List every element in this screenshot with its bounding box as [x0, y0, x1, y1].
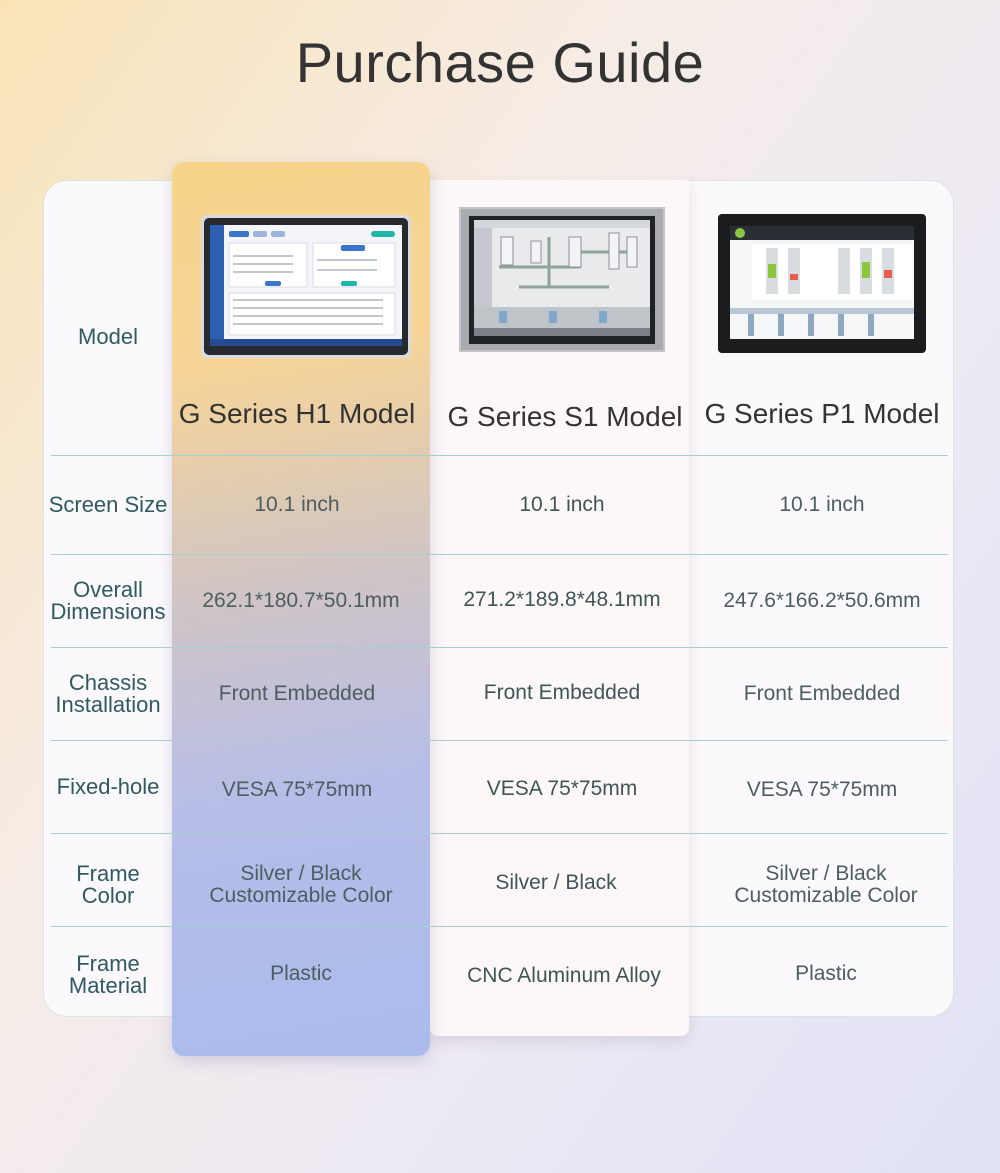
product-image-s1: [459, 207, 665, 352]
cell-p1-frame-material: Plastic: [795, 962, 857, 985]
page-title: Purchase Guide: [295, 31, 705, 94]
model-name-h1: G Series H1 Model: [178, 398, 416, 429]
row-label-model: Model: [78, 324, 138, 349]
row-divider: [51, 647, 948, 648]
cell-p1-installation: Front Embedded: [743, 682, 901, 705]
cell-h1-installation: Front Embedded: [218, 682, 376, 705]
cell-h1-fixed-hole: VESA 75*75mm: [221, 778, 373, 801]
row-label-fixed-hole: Fixed-hole: [56, 774, 160, 799]
product-image-p1: [718, 214, 926, 353]
model-name-s1: G Series S1 Model: [447, 401, 683, 432]
cell-s1-frame-material: CNC Aluminum Alloy: [467, 964, 661, 987]
cell-s1-dimensions: 271.2*189.8*48.1mm: [463, 588, 661, 611]
cell-h1-dimensions: 262.1*180.7*50.1mm: [202, 589, 400, 612]
cell-s1-screen-size: 10.1 inch: [519, 493, 605, 516]
row-label-screen-size: Screen Size: [48, 492, 168, 517]
cell-h1-screen-size: 10.1 inch: [254, 493, 340, 516]
cell-s1-installation: Front Embedded: [483, 681, 641, 704]
model-name-p1: G Series P1 Model: [704, 398, 940, 429]
cell-s1-fixed-hole: VESA 75*75mm: [486, 777, 638, 800]
row-divider: [51, 740, 948, 741]
row-divider: [51, 554, 948, 555]
cell-s1-frame-color: Silver / Black: [495, 871, 617, 894]
row-divider: [51, 455, 948, 456]
cell-p1-fixed-hole: VESA 75*75mm: [746, 778, 898, 801]
cell-h1-frame-material: Plastic: [270, 962, 332, 985]
product-image-h1: [201, 215, 411, 358]
row-divider: [51, 833, 948, 834]
row-divider: [51, 926, 948, 927]
cell-p1-screen-size: 10.1 inch: [779, 493, 865, 516]
cell-p1-dimensions: 247.6*166.2*50.6mm: [723, 589, 921, 612]
